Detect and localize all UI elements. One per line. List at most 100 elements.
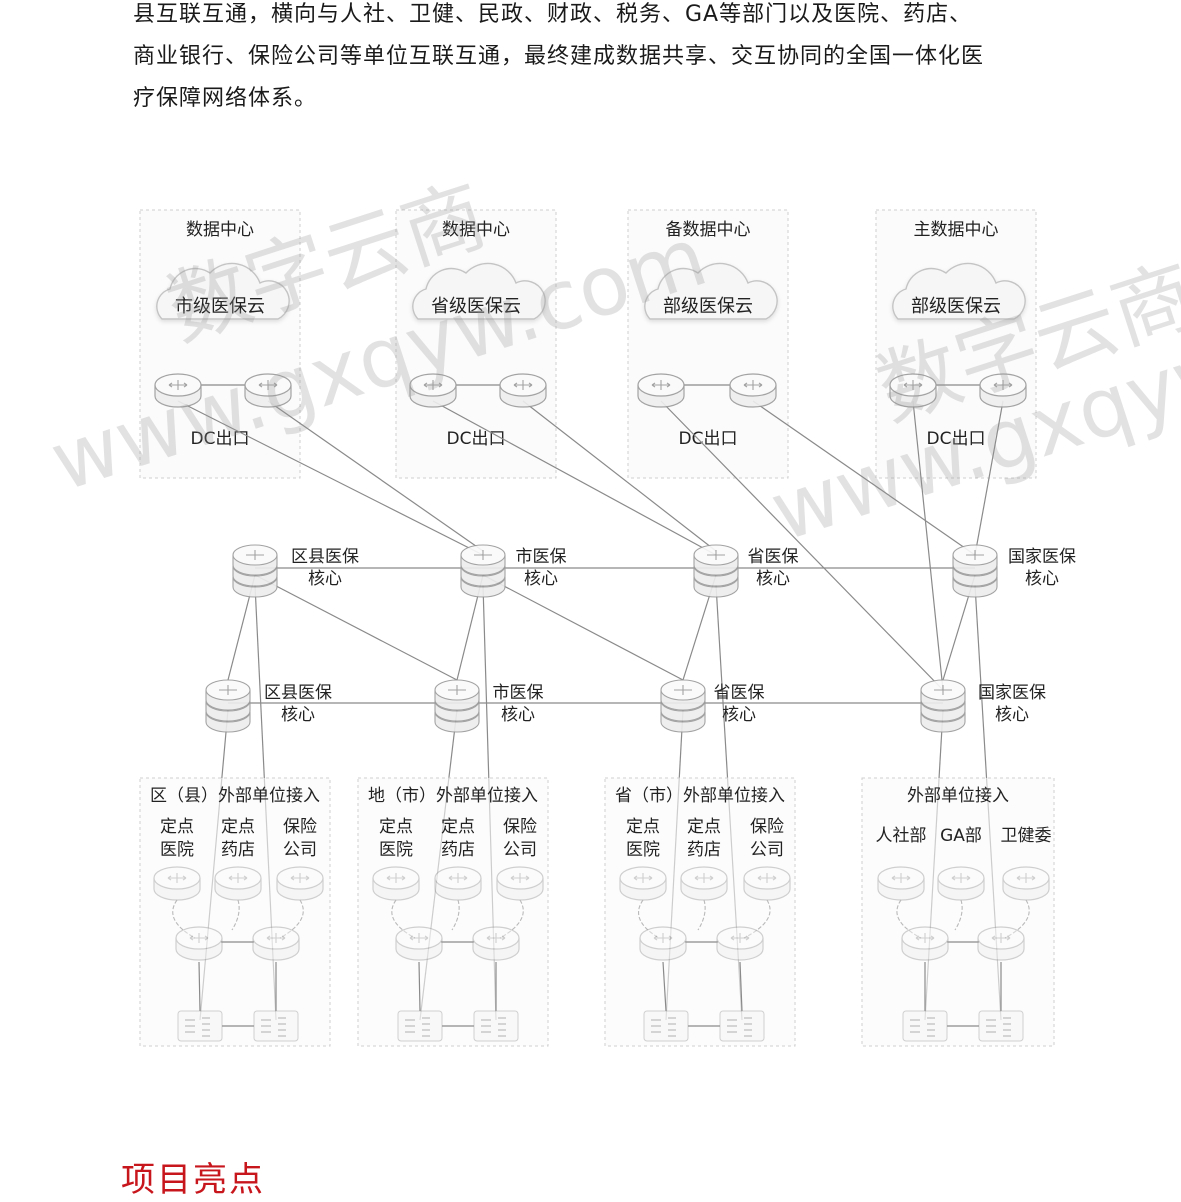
core-switch-icon bbox=[693, 544, 739, 598]
router-icon bbox=[901, 926, 949, 961]
link-line bbox=[739, 961, 743, 1012]
core-switch-icon bbox=[205, 679, 251, 733]
cloud-icon bbox=[412, 262, 546, 320]
router-icon bbox=[496, 866, 544, 901]
core-switch-icon bbox=[460, 544, 506, 598]
datacenter-panel bbox=[875, 209, 1037, 479]
unit-label: 医院 bbox=[626, 840, 660, 860]
unit-label: 公司 bbox=[503, 840, 537, 860]
router-icon bbox=[153, 866, 201, 901]
router-icon bbox=[743, 866, 791, 901]
router-icon bbox=[214, 866, 262, 901]
paragraph-line-3: 疗保障网络体系。 bbox=[133, 86, 318, 111]
cloud-icon bbox=[644, 262, 778, 320]
router-icon bbox=[499, 373, 547, 408]
router-icon bbox=[619, 866, 667, 901]
intro-paragraph: 县互联互通，横向与人社、卫健、民政、财政、税务、GA等部门以及医院、药店、 商业… bbox=[133, 0, 1073, 120]
dc-exit-label: DC出口 bbox=[191, 429, 250, 449]
core-label: 核心 bbox=[995, 705, 1029, 725]
dc-exit-label: DC出口 bbox=[927, 429, 986, 449]
unit-label: 保险 bbox=[283, 817, 317, 837]
router-icon bbox=[434, 866, 482, 901]
link-line bbox=[660, 400, 944, 691]
unit-label: 药店 bbox=[221, 840, 255, 860]
link-line bbox=[638, 899, 771, 939]
link-line bbox=[267, 400, 484, 552]
unit-label: 卫健委 bbox=[1001, 826, 1052, 846]
cloud-icon bbox=[156, 262, 290, 320]
access-panel-title: 外部单位接入 bbox=[907, 786, 1009, 806]
access-panel bbox=[357, 777, 549, 1047]
cloud-label: 市级医保云 bbox=[175, 296, 265, 317]
cloud-label: 部级医保云 bbox=[911, 296, 1001, 317]
router-icon bbox=[877, 866, 925, 901]
link-line bbox=[432, 400, 717, 556]
datacenter-title: 数据中心 bbox=[186, 220, 254, 240]
link-line bbox=[254, 574, 458, 681]
router-icon bbox=[729, 373, 777, 408]
unit-label: 保险 bbox=[750, 817, 784, 837]
datacenter-panel bbox=[627, 209, 789, 479]
router-icon bbox=[409, 373, 457, 408]
cloud-label: 部级医保云 bbox=[663, 296, 753, 317]
core-label: 核心 bbox=[722, 705, 756, 725]
firewall-icon bbox=[643, 1010, 689, 1042]
datacenter-title: 备数据中心 bbox=[666, 220, 751, 240]
unit-label: 药店 bbox=[441, 840, 475, 860]
firewall-icon bbox=[978, 1010, 1024, 1042]
router-icon bbox=[637, 373, 685, 408]
router-icon bbox=[244, 373, 292, 408]
firewall-icon bbox=[253, 1010, 299, 1042]
firewall-icon bbox=[902, 1010, 948, 1042]
router-icon bbox=[639, 926, 687, 961]
firewall-icon bbox=[719, 1010, 765, 1042]
unit-label: 定点 bbox=[441, 817, 475, 837]
link-line bbox=[912, 400, 944, 691]
firewall-icon bbox=[177, 1010, 223, 1042]
link-line bbox=[522, 400, 717, 552]
core-label: 核心 bbox=[756, 569, 790, 589]
unit-label: 定点 bbox=[160, 817, 194, 837]
core-switch-icon bbox=[434, 679, 480, 733]
core-label: 核心 bbox=[1025, 569, 1059, 589]
router-icon bbox=[979, 373, 1027, 408]
router-icon bbox=[175, 926, 223, 961]
datacenter-panel bbox=[139, 209, 301, 479]
paragraph-line-2: 商业银行、保险公司等单位互联互通，最终建成数据共享、交互协同的全国一体化医 bbox=[133, 44, 985, 69]
core-switch-icon bbox=[232, 544, 278, 598]
link-line bbox=[896, 899, 1030, 939]
router-icon bbox=[154, 373, 202, 408]
core-switch-icon bbox=[952, 544, 998, 598]
router-icon bbox=[472, 926, 520, 961]
access-panel bbox=[861, 777, 1055, 1047]
unit-label: 定点 bbox=[687, 817, 721, 837]
firewall-icon bbox=[473, 1010, 519, 1042]
unit-label: GA部 bbox=[940, 826, 982, 846]
paragraph-line-1: 县互联互通，横向与人社、卫健、民政、财政、税务、GA等部门以及医院、药店、 bbox=[133, 2, 973, 27]
section-heading: 项目亮点 bbox=[121, 1160, 265, 1200]
core-label: 区县医保 bbox=[264, 683, 332, 703]
unit-label: 药店 bbox=[687, 840, 721, 860]
link-line bbox=[391, 899, 524, 939]
core-label: 核心 bbox=[501, 705, 535, 725]
core-label: 市医保 bbox=[493, 683, 544, 703]
unit-label: 医院 bbox=[160, 840, 194, 860]
link-line bbox=[974, 400, 1004, 556]
firewall-icon bbox=[397, 1010, 443, 1042]
access-panel-title: 地（市）外部单位接入 bbox=[368, 786, 538, 806]
link-line bbox=[172, 899, 304, 939]
core-label: 省医保 bbox=[714, 683, 765, 703]
core-label: 核心 bbox=[524, 569, 558, 589]
router-icon bbox=[977, 926, 1025, 961]
link-line bbox=[177, 400, 484, 556]
core-label: 核心 bbox=[308, 569, 342, 589]
dc-exit-label: DC出口 bbox=[679, 429, 738, 449]
router-icon bbox=[395, 926, 443, 961]
unit-label: 公司 bbox=[283, 840, 317, 860]
datacenter-panel bbox=[395, 209, 557, 479]
link-line bbox=[662, 961, 667, 1012]
dc-exit-label: DC出口 bbox=[447, 429, 506, 449]
link-line bbox=[198, 961, 201, 1012]
link-line bbox=[418, 961, 421, 1012]
router-icon bbox=[372, 866, 420, 901]
